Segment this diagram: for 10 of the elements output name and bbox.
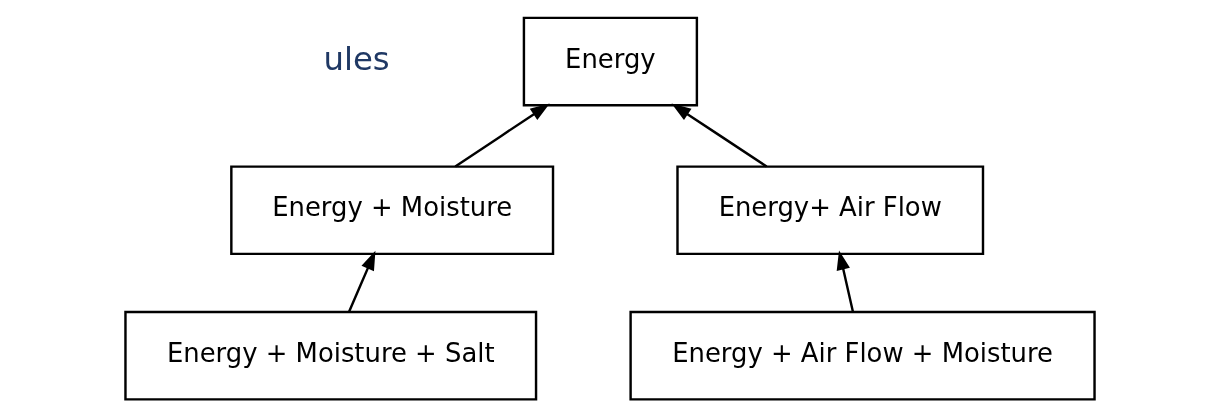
- label: ules: [323, 39, 390, 78]
- node-box: Energy: [522, 16, 699, 107]
- node-box: Energy+ Air Flow: [676, 165, 985, 256]
- arrow: [836, 250, 855, 312]
- arrow: [671, 103, 768, 168]
- node-box: Energy + Air Flow + Moisture: [629, 310, 1096, 401]
- node-box: Energy + Moisture + Salt: [124, 310, 538, 401]
- arrow: [454, 103, 550, 168]
- node-box: Energy + Moisture: [230, 165, 555, 256]
- arrow: [348, 250, 376, 312]
